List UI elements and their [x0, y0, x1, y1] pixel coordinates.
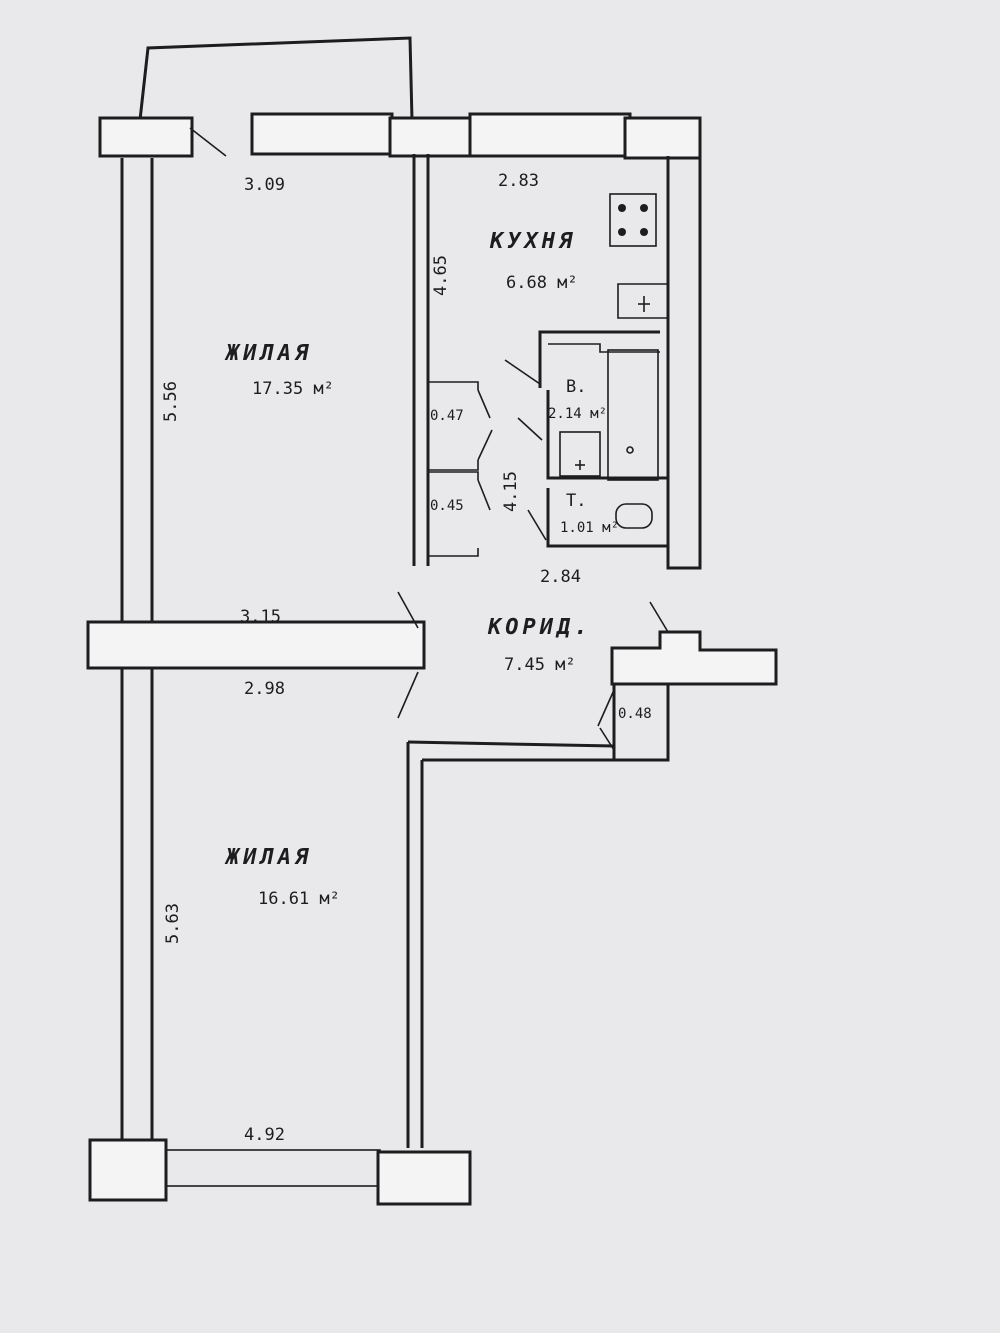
kitchen-stove: [609, 193, 657, 247]
room-name-living-bottom: ЖИЛАЯ: [224, 845, 312, 870]
room-name-kitchen: КУХНЯ: [489, 229, 576, 254]
partition-living-kitchen: [412, 154, 430, 566]
closets-left: [428, 381, 493, 557]
bottom-wall: [88, 1138, 472, 1206]
room-name-bath: В.: [566, 377, 586, 397]
dim-left-upper-height: 5.56: [161, 381, 181, 422]
room-name-corridor: КОРИД.: [487, 615, 591, 640]
closet-area-1: 0.47: [430, 408, 464, 424]
top-wall: [98, 112, 702, 160]
kitchen-sink: [617, 283, 668, 319]
bath-block: [504, 330, 668, 548]
balcony: [138, 36, 414, 121]
room-name-toilet: Т.: [566, 491, 586, 511]
dim-kitchen-depth: 4.65: [431, 255, 451, 296]
dim-mid-wall-top: 3.15: [240, 607, 281, 627]
dim-hall-length: 4.15: [501, 471, 521, 512]
room-area-toilet: 1.01 м²: [560, 520, 619, 536]
entrance-wall: [610, 601, 778, 686]
room-area-kitchen: 6.68 м²: [506, 273, 578, 293]
room-area-corridor: 7.45 м²: [504, 655, 576, 675]
room-area-living-bottom: 16.61 м²: [258, 889, 340, 909]
dim-mid-wall-bottom: 2.98: [244, 679, 285, 699]
room-name-living-top: ЖИЛАЯ: [224, 341, 312, 366]
room-area-living-top: 17.35 м²: [252, 379, 334, 399]
dim-bottom-width: 4.92: [244, 1125, 285, 1145]
dim-bath-block-width: 2.84: [540, 567, 581, 587]
room-area-bath: 2.14 м²: [548, 406, 607, 422]
partition-lower: [406, 740, 668, 1148]
middle-wall: [86, 591, 426, 719]
closet-right: [597, 684, 670, 762]
dim-top-left-width: 3.09: [244, 175, 285, 195]
dim-left-lower-height: 5.63: [163, 903, 183, 944]
kitchen-right-wall: [666, 156, 702, 570]
dim-kitchen-width: 2.83: [498, 171, 539, 191]
closet-area-2: 0.45: [430, 498, 464, 514]
closet-area-3: 0.48: [618, 706, 652, 722]
